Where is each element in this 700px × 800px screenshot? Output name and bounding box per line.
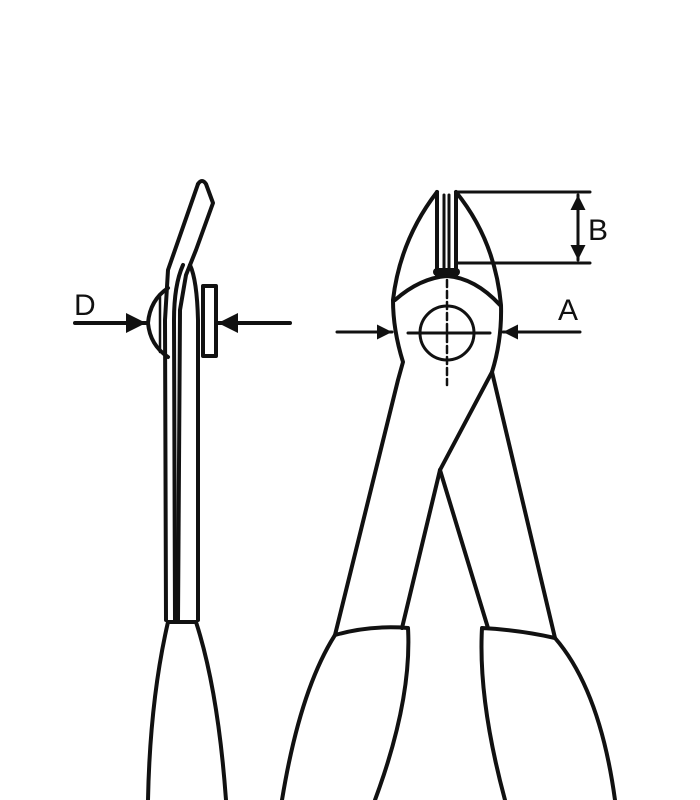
- label-b: B: [588, 214, 608, 247]
- handle-right: [479, 626, 617, 800]
- arm-inner-left: [400, 468, 442, 630]
- handle-left: [280, 625, 411, 800]
- side-view-handle: [146, 620, 228, 800]
- side-view-plate: [201, 284, 218, 358]
- side-view-body-left: [163, 182, 200, 622]
- arm-inner-right: [438, 370, 494, 472]
- front-view: [280, 190, 617, 800]
- side-view: [73, 179, 292, 800]
- side-view-strip: [172, 263, 185, 622]
- side-view-tip: [176, 179, 215, 622]
- label-d: D: [74, 289, 96, 322]
- arm-inner-right-lower: [438, 468, 490, 630]
- head-outline-left: [333, 190, 439, 637]
- head-shoulder: [393, 274, 502, 307]
- label-a: A: [558, 294, 578, 327]
- side-view-strip-right: [188, 263, 200, 622]
